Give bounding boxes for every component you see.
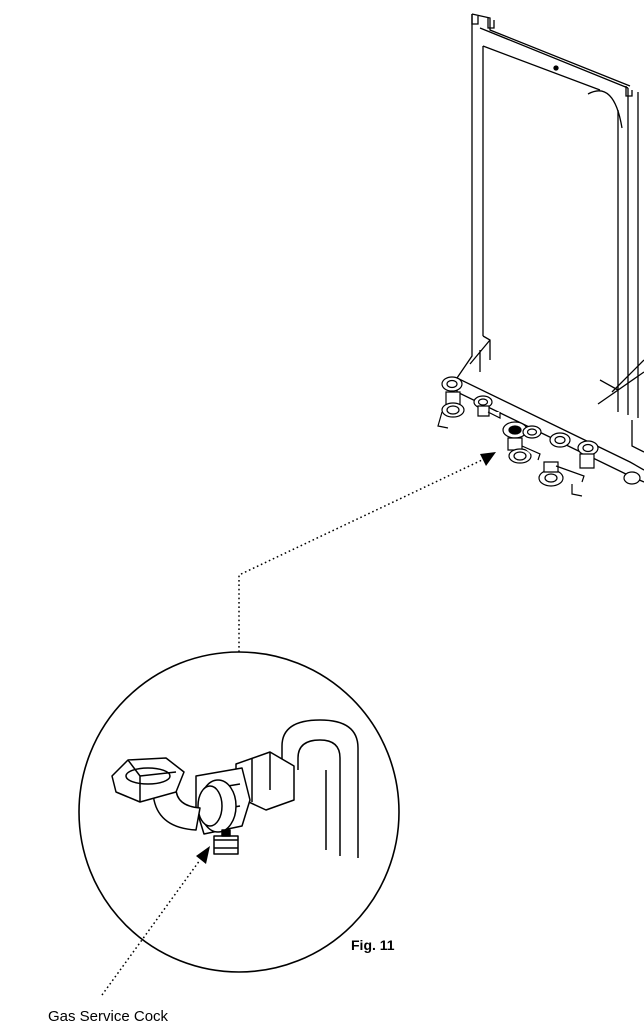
detail-leader-line [239,460,482,652]
callout-leader-arrowhead [196,846,210,864]
figure-caption: Fig. 11 [351,937,395,953]
gas-service-cock-label: Gas Service Cock [48,1008,169,1025]
detail-leader-arrowhead [480,452,496,466]
callout-leader-line [102,860,200,995]
gas-service-cock-detail [112,720,358,858]
service-valves [438,377,640,496]
detail-magnifier-circle [79,652,399,972]
